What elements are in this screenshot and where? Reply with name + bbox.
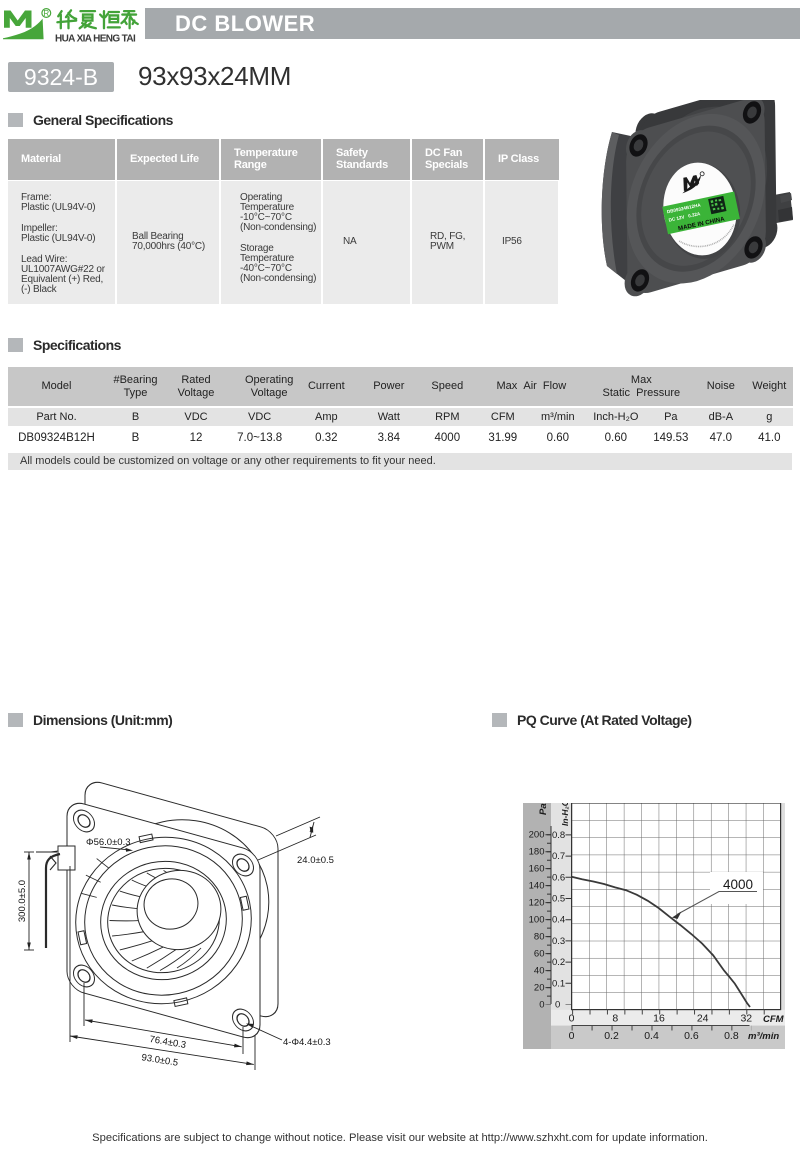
svg-text:R: R xyxy=(43,9,49,18)
svg-text:93.0±0.5: 93.0±0.5 xyxy=(141,1052,179,1069)
svg-text:8: 8 xyxy=(612,1013,618,1025)
svg-text:HUA XIA HENG TAI: HUA XIA HENG TAI xyxy=(55,34,136,45)
svg-text:60: 60 xyxy=(534,949,545,960)
svg-text:200: 200 xyxy=(529,830,545,841)
svg-text:DC 12V 0.32A: DC 12V 0.32A xyxy=(668,211,701,223)
svg-text:40: 40 xyxy=(534,966,545,977)
svg-text:0.1: 0.1 xyxy=(552,978,565,989)
svg-text:24: 24 xyxy=(697,1013,709,1025)
svg-text:32: 32 xyxy=(740,1013,752,1025)
svg-text:0.6: 0.6 xyxy=(684,1030,699,1042)
svg-text:0.4: 0.4 xyxy=(644,1030,659,1042)
svg-text:CFM: CFM xyxy=(763,1014,785,1025)
svg-text:100: 100 xyxy=(529,915,545,926)
svg-text:m³/min: m³/min xyxy=(748,1031,779,1042)
svg-text:In-H₂O: In-H₂O xyxy=(560,803,570,826)
svg-text:0.5: 0.5 xyxy=(552,894,565,905)
svg-text:0.8: 0.8 xyxy=(552,830,565,841)
svg-text:0.2: 0.2 xyxy=(604,1030,619,1042)
svg-text:0: 0 xyxy=(555,1000,560,1011)
svg-text:0: 0 xyxy=(569,1013,575,1025)
svg-text:Φ56.0±0.3: Φ56.0±0.3 xyxy=(86,837,131,848)
svg-text:160: 160 xyxy=(529,864,545,875)
svg-text:0: 0 xyxy=(569,1030,575,1042)
svg-text:0: 0 xyxy=(539,1000,544,1011)
svg-text:80: 80 xyxy=(534,932,545,943)
svg-text:Pa: Pa xyxy=(538,803,549,815)
svg-text:0.6: 0.6 xyxy=(552,872,565,883)
svg-text:0.7: 0.7 xyxy=(552,851,565,862)
svg-text:0.3: 0.3 xyxy=(552,936,565,947)
svg-text:4000: 4000 xyxy=(723,877,753,892)
svg-text:120: 120 xyxy=(529,898,545,909)
svg-text:0.2: 0.2 xyxy=(552,957,565,968)
svg-text:20: 20 xyxy=(534,983,545,994)
svg-text:24.0±0.5: 24.0±0.5 xyxy=(297,855,334,866)
svg-text:140: 140 xyxy=(529,881,545,892)
svg-text:16: 16 xyxy=(653,1013,665,1025)
svg-text:300.0±5.0: 300.0±5.0 xyxy=(17,880,28,922)
svg-text:180: 180 xyxy=(529,847,545,858)
svg-text:4-Φ4.4±0.3: 4-Φ4.4±0.3 xyxy=(283,1037,331,1048)
svg-text:0.8: 0.8 xyxy=(724,1030,739,1042)
svg-text:0.4: 0.4 xyxy=(552,915,565,926)
